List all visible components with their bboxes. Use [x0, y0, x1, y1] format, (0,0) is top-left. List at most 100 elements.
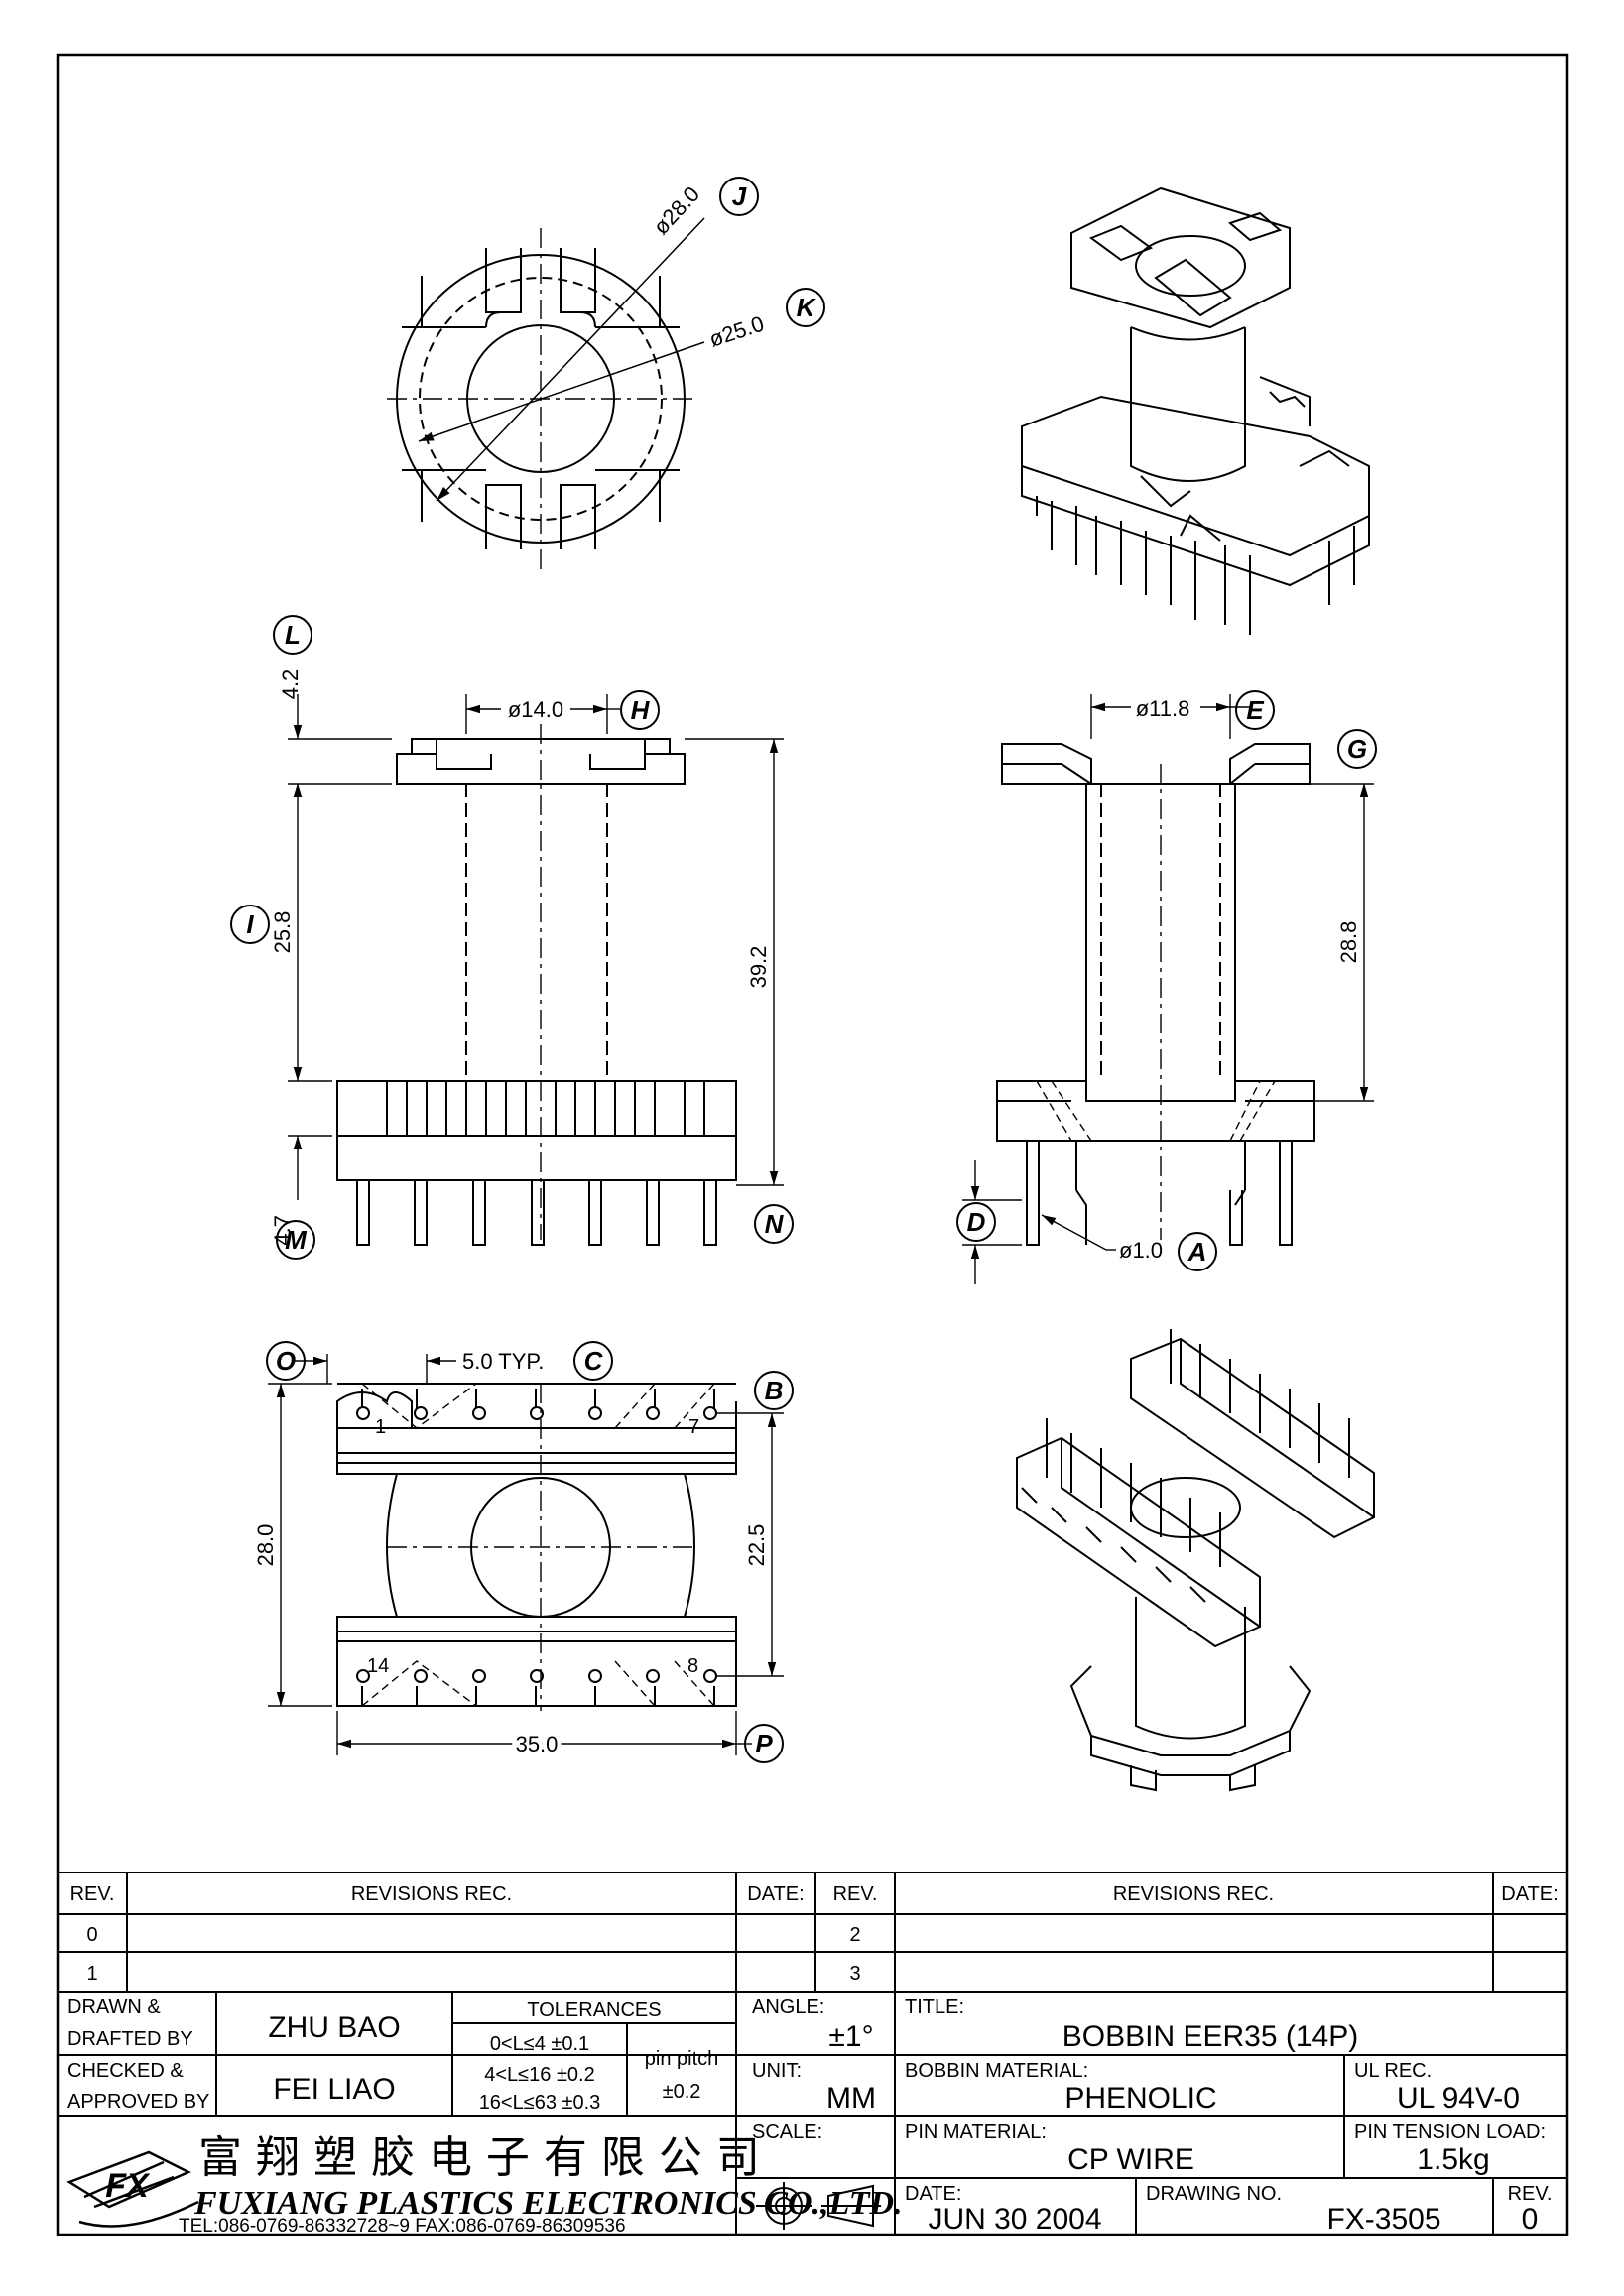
pin-label-8: 8 — [687, 1655, 698, 1677]
tag-a-bubble: A — [1178, 1232, 1217, 1271]
tag-b-bubble: B — [754, 1371, 794, 1410]
svg-text:H: H — [631, 695, 651, 725]
rev-label: REV. — [1508, 2183, 1553, 2205]
rev-row-3: 3 — [849, 1963, 860, 1985]
tag-o-bubble: O — [266, 1341, 306, 1381]
tolerance-line-1: 0<L≤4 ±0.1 — [490, 2033, 589, 2055]
svg-text:B: B — [765, 1376, 784, 1405]
isometric-view-top — [1021, 186, 1370, 635]
rev-row-0: 0 — [86, 1924, 97, 1946]
pin-label-7: 7 — [688, 1416, 699, 1438]
checked-by-value: FEI LIAO — [273, 2073, 395, 2106]
tag-d-bubble: D — [956, 1202, 996, 1242]
tag-c-bubble: C — [573, 1341, 613, 1381]
tag-n-bubble: N — [754, 1204, 794, 1244]
tolerance-line-3: 16<L≤63 ±0.3 — [479, 2092, 601, 2114]
angle-label: ANGLE: — [752, 1996, 824, 2018]
pin-tension-label: PIN TENSION LOAD: — [1354, 2121, 1546, 2143]
pin-material-label: PIN MATERIAL: — [905, 2121, 1047, 2143]
drawing-no-label: DRAWING NO. — [1146, 2183, 1282, 2205]
dim-total-height: 39.2 — [746, 946, 771, 989]
date-header-left: DATE: — [747, 1883, 804, 1905]
pin-label-1: 1 — [375, 1416, 386, 1438]
svg-text:A: A — [1187, 1237, 1207, 1267]
tag-j-bubble: J — [719, 177, 759, 216]
title-value: BOBBIN EER35 (14P) — [1062, 2020, 1358, 2053]
dim-width-35: 35.0 — [516, 1732, 559, 1756]
svg-text:G: G — [1347, 734, 1367, 764]
pin-material-value: CP WIRE — [1067, 2143, 1194, 2176]
drawn-by-value: ZHU BAO — [268, 2011, 400, 2044]
tag-l-bubble: L — [273, 615, 312, 655]
bottom-view — [268, 1354, 784, 1755]
pin-tension-value: 1.5kg — [1417, 2143, 1489, 2176]
svg-text:FX: FX — [105, 2167, 151, 2205]
svg-text:E: E — [1246, 695, 1264, 725]
dim-top-flange: 4.2 — [278, 669, 303, 700]
dim-od-28: ø28.0 — [648, 181, 704, 239]
tag-m-bubble: M — [276, 1220, 315, 1260]
dim-od-25: ø25.0 — [706, 311, 767, 352]
side-view — [962, 694, 1374, 1284]
date-header-right: DATE: — [1501, 1883, 1558, 1905]
svg-text:J: J — [732, 181, 747, 211]
tolerances-label: TOLERANCES — [527, 1999, 661, 2021]
revisions-header-right: REVISIONS REC. — [1113, 1883, 1274, 1905]
dim-window-height: 28.8 — [1336, 921, 1361, 964]
ul-value: UL 94V-0 — [1397, 2082, 1520, 2115]
tag-e-bubble: E — [1235, 690, 1275, 730]
svg-text:M: M — [285, 1225, 308, 1255]
date-value: JUN 30 2004 — [928, 2203, 1101, 2236]
material-value: PHENOLIC — [1064, 2082, 1216, 2115]
angle-value: ±1° — [828, 2020, 873, 2053]
tag-p-bubble: P — [744, 1724, 784, 1763]
company-contact: TEL:086-0769-86332728~9 FAX:086-0769-863… — [179, 2216, 626, 2236]
tag-g-bubble: G — [1337, 729, 1377, 769]
sheet-border — [56, 53, 1569, 2236]
revisions-header-left: REVISIONS REC. — [351, 1883, 512, 1905]
checked-label-2: APPROVED BY — [67, 2091, 209, 2113]
tolerance-line-2: 4<L≤16 ±0.2 — [484, 2064, 594, 2086]
front-view — [288, 694, 784, 1246]
svg-text:D: D — [967, 1207, 986, 1237]
svg-text:I: I — [246, 909, 254, 939]
rev-row-1: 1 — [86, 1963, 97, 1985]
dim-pin-pitch: 5.0 TYP. — [462, 1349, 544, 1374]
drawn-label-1: DRAWN & — [67, 1996, 161, 2018]
rev-row-2: 2 — [849, 1924, 860, 1946]
title-block-lines — [58, 1872, 1567, 2235]
drawing-no-value: FX-3505 — [1326, 2203, 1440, 2236]
company-name-chinese: 富 翔 塑 胶 电 子 有 限 公 司 — [198, 2132, 760, 2183]
dim-depth-28: 28.0 — [253, 1524, 278, 1567]
dim-core-dia-14: ø14.0 — [508, 697, 563, 722]
dim-row-span: 22.5 — [744, 1524, 769, 1567]
pin-label-14: 14 — [367, 1655, 389, 1677]
svg-text:O: O — [276, 1346, 296, 1376]
tag-k-bubble: K — [786, 288, 825, 327]
projection-symbol-icon — [756, 2182, 881, 2230]
material-label: BOBBIN MATERIAL: — [905, 2060, 1088, 2082]
svg-text:C: C — [584, 1346, 604, 1376]
drawn-label-2: DRAFTED BY — [67, 2028, 193, 2050]
svg-text:L: L — [285, 620, 301, 650]
date-label: DATE: — [905, 2183, 961, 2205]
unit-label: UNIT: — [752, 2060, 802, 2082]
tag-i-bubble: I — [230, 905, 270, 944]
company-logo: FX — [66, 2150, 199, 2228]
rev-value: 0 — [1522, 2203, 1539, 2236]
rev-header-right: REV. — [833, 1883, 878, 1905]
title-block-text: REV. REVISIONS REC. DATE: REV. REVISIONS… — [67, 1883, 1559, 2236]
title-label: TITLE: — [905, 1996, 964, 2018]
svg-text:P: P — [755, 1729, 773, 1758]
pin-pitch-value: ±0.2 — [663, 2081, 701, 2103]
svg-text:N: N — [765, 1209, 785, 1239]
isometric-view-bottom — [1016, 1329, 1375, 1792]
top-view — [387, 217, 705, 570]
checked-label-1: CHECKED & — [67, 2060, 184, 2082]
rev-header-left: REV. — [70, 1883, 115, 1905]
pin-pitch-label: pin pitch — [645, 2048, 719, 2070]
dim-bottom-flange: 4.7 — [270, 1215, 295, 1246]
dim-pin-dia: ø1.0 — [1119, 1238, 1163, 1263]
svg-text:K: K — [797, 293, 817, 322]
ul-label: UL REC. — [1354, 2060, 1432, 2082]
